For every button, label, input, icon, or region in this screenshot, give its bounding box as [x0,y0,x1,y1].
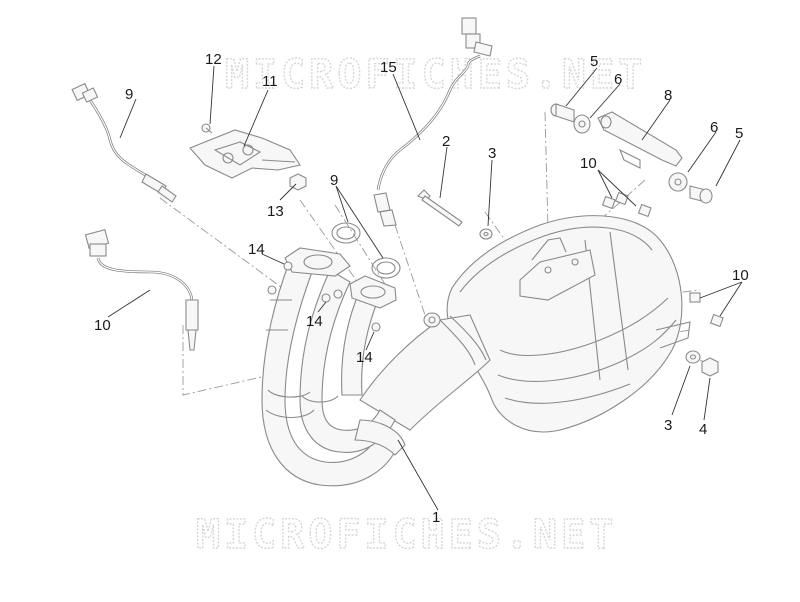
callout-3-upper: 3 [488,145,496,162]
heat-shield-bracket [189,129,301,179]
callout-1: 1 [432,509,440,526]
callout-15: 15 [380,59,397,76]
bolt-2 [417,189,463,227]
nuts-14 [267,261,381,332]
callout-6-left: 6 [614,71,622,88]
bolt-12 [201,123,213,134]
callout-3-lower: 3 [664,417,672,434]
oxygen-sensor-upper [71,82,177,203]
callout-7: 8 [664,87,672,104]
callout-12: 12 [205,51,222,68]
callout-9-upper: 9 [125,86,133,103]
washer-3-upper [479,228,493,240]
callout-4: 4 [699,421,707,438]
nut-4 [701,357,719,377]
callout-5-left: 5 [590,53,598,70]
callout-5-right: 5 [735,125,743,142]
gaskets-8 [331,222,401,279]
callout-10-upper: 10 [580,155,597,172]
muffler-silencer [446,215,691,433]
bushing-5-right [689,185,713,204]
watermark-bottom: MICROFICHES.NET [196,512,617,558]
washer-3-lower [685,350,701,364]
callout-2: 2 [442,133,450,150]
clips-10-lower [689,292,724,328]
lambda-sensor [373,17,493,227]
callout-14-b: 14 [306,313,323,330]
oxygen-sensor-lower [84,228,199,351]
bushing-5-left [550,103,575,123]
mid-pipe [359,312,491,431]
leader-lines [107,65,743,511]
callout-10-lower: 10 [732,267,749,284]
bracket-7 [597,111,683,169]
clips-10-upper [601,191,652,218]
grommet-6-right [668,172,688,192]
callout-14-c: 14 [356,349,373,366]
callout-9-lower: 10 [94,317,111,334]
callout-6-right: 6 [710,119,718,136]
exhaust-header-manifold [261,247,406,487]
callout-8: 9 [330,172,338,189]
callout-14-a: 14 [248,241,265,258]
grommet-6-left [573,114,591,134]
callout-13: 13 [267,203,284,220]
callout-labels: 9 10 12 11 13 15 9 2 3 5 6 8 6 5 10 10 3… [94,51,749,526]
callout-11: 11 [262,73,278,90]
watermark-top: MICROFICHES.NET [225,52,646,98]
